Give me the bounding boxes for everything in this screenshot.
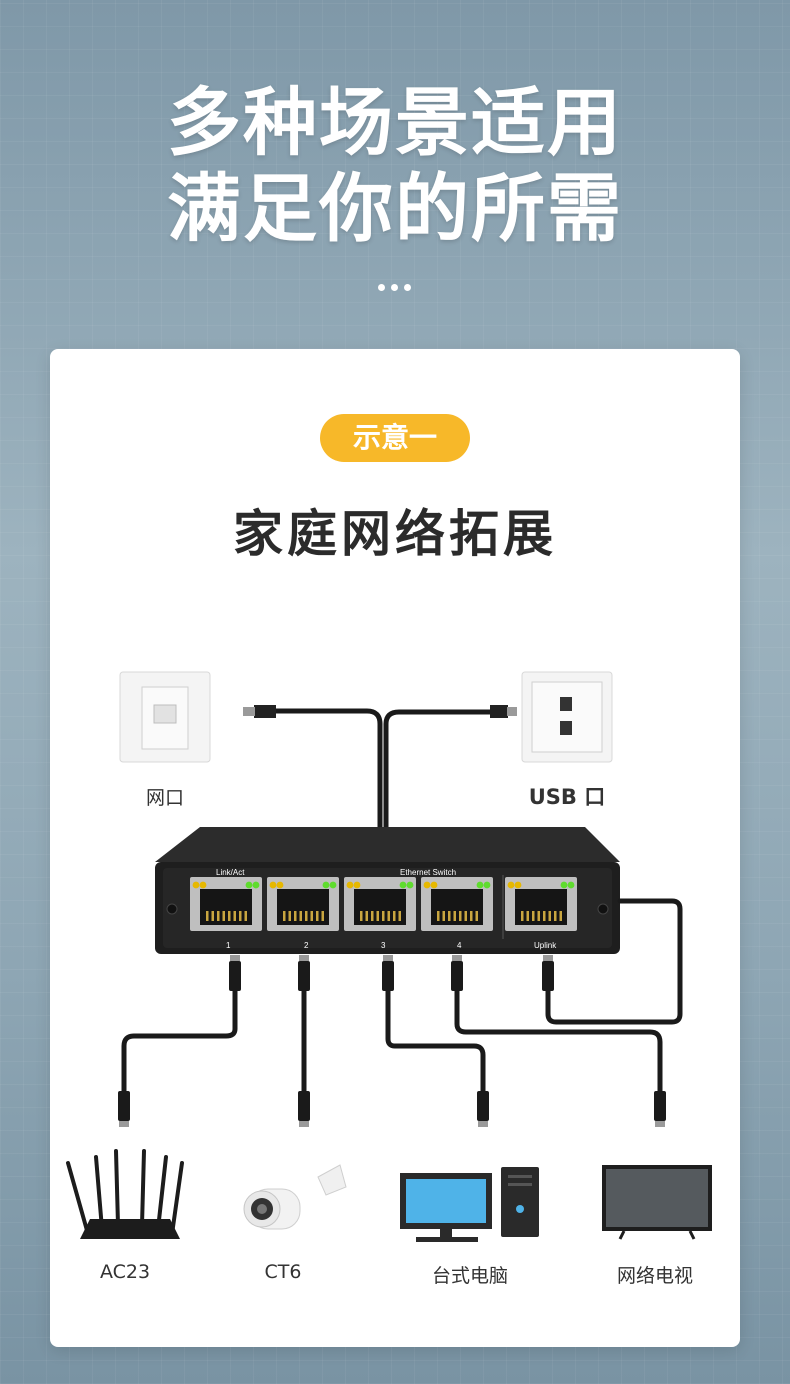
- status-led: [252, 881, 260, 889]
- rj45-plug: [229, 961, 241, 991]
- device-label-router: AC23: [99, 1261, 151, 1283]
- link-act-label: Link/Act: [216, 868, 245, 877]
- port-number-2: 2: [304, 941, 309, 950]
- rj45-plug-icons: [118, 955, 666, 1127]
- uplink-label: Uplink: [534, 941, 557, 950]
- port-number-4: 4: [457, 941, 462, 950]
- usb-plug-icon: [243, 705, 517, 718]
- status-led: [245, 881, 253, 889]
- ethernet-switch-icon: [155, 827, 620, 954]
- tv-icon: [602, 1165, 712, 1240]
- status-led: [329, 881, 337, 889]
- scenario-card: 示意一 家庭网络拓展: [50, 349, 740, 1347]
- rj45-plug-tip: [543, 955, 553, 961]
- status-led: [269, 881, 277, 889]
- status-led: [199, 881, 207, 889]
- status-led: [560, 881, 568, 889]
- rj45-port-1: [190, 877, 262, 931]
- usb-outlet-icon: [521, 671, 613, 763]
- rj45-plug: [477, 1091, 489, 1121]
- desktop-pc-icon: [400, 1167, 539, 1242]
- status-led: [514, 881, 522, 889]
- status-led: [430, 881, 438, 889]
- status-led: [483, 881, 491, 889]
- rj45-plug: [382, 961, 394, 991]
- status-led: [406, 881, 414, 889]
- rj45-plug-tip: [230, 955, 240, 961]
- ethernet-switch-label: Ethernet Switch: [400, 868, 457, 877]
- rj45-plug: [298, 961, 310, 991]
- top-cables: [269, 708, 493, 830]
- scenario-title: 家庭网络拓展: [233, 505, 557, 563]
- rj45-plug-tip: [119, 1121, 129, 1127]
- device-label-desktop: 台式电脑: [431, 1265, 508, 1287]
- ellipsis-dots: [378, 284, 411, 291]
- rj45-plug-tip: [655, 1121, 665, 1127]
- rj45-plug-tip: [299, 1121, 309, 1127]
- port-number-3: 3: [381, 941, 386, 950]
- scenario-badge: 示意一: [320, 414, 470, 462]
- device-label-tv: 网络电视: [616, 1265, 693, 1287]
- rj45-port-4: [421, 877, 493, 931]
- device-diagram: [66, 898, 712, 1242]
- rj45-port-3: [344, 877, 416, 931]
- status-led: [276, 881, 284, 889]
- network-diagram: [119, 671, 620, 954]
- camera-icon: [243, 1164, 347, 1230]
- rj45-plug: [118, 1091, 130, 1121]
- headline-line-2: 满足你的所需: [167, 166, 623, 252]
- rj45-plug: [298, 1091, 310, 1121]
- network-outlet-label: 网口: [145, 787, 184, 809]
- network-outlet-icon: [119, 671, 211, 763]
- headline-line-1: 多种场景适用: [167, 80, 623, 166]
- rj45-plug: [542, 961, 554, 991]
- status-led: [353, 881, 361, 889]
- status-led: [399, 881, 407, 889]
- rj45-port-2: [267, 877, 339, 931]
- device-cables: [121, 898, 683, 1102]
- port-number-1: 1: [226, 941, 231, 950]
- rj45-plug: [451, 961, 463, 991]
- rj45-plug-tip: [452, 955, 462, 961]
- status-led: [322, 881, 330, 889]
- status-led: [346, 881, 354, 889]
- status-led: [423, 881, 431, 889]
- status-led: [567, 881, 575, 889]
- rj45-plug-tip: [299, 955, 309, 961]
- status-led: [507, 881, 515, 889]
- rj45-plug-tip: [478, 1121, 488, 1127]
- usb-outlet-label: USB 口: [528, 785, 606, 809]
- rj45-plug-tip: [383, 955, 393, 961]
- status-led: [192, 881, 200, 889]
- rj45-port-uplink: [505, 877, 577, 931]
- device-label-camera: CT6: [264, 1261, 302, 1283]
- router-icon: [66, 1149, 184, 1239]
- rj45-plug: [654, 1091, 666, 1121]
- status-led: [476, 881, 484, 889]
